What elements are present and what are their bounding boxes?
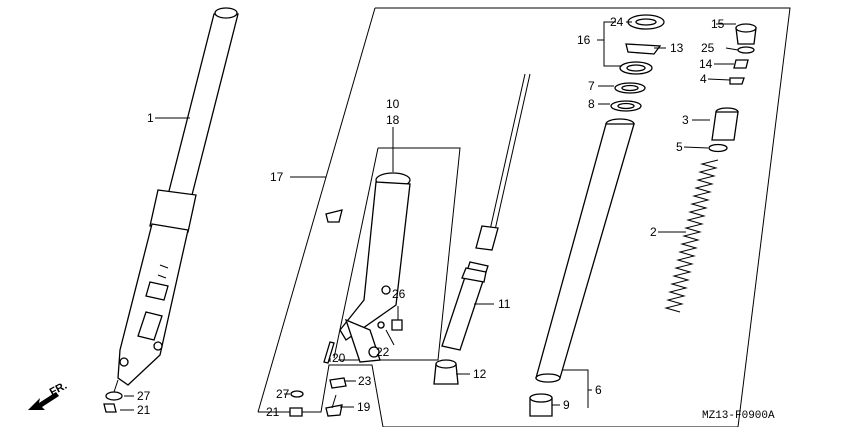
inner-tube-boundary <box>333 147 461 361</box>
callout-23: 23 <box>358 374 372 388</box>
outer-tube <box>339 172 411 363</box>
callout-5: 5 <box>676 140 683 154</box>
callout-13: 13 <box>670 41 684 55</box>
callout-11: 11 <box>498 297 511 311</box>
fork-fasteners <box>289 319 403 417</box>
callout-17: 17 <box>270 170 284 184</box>
seal-stack <box>610 14 665 112</box>
callout-18: 18 <box>386 113 400 127</box>
callout-2: 2 <box>650 225 657 239</box>
fork-assembly <box>103 7 239 413</box>
damper-rod <box>441 73 531 351</box>
spring-collar <box>708 107 739 153</box>
callout-10: 10 <box>386 97 400 111</box>
callout-14: 14 <box>699 57 713 71</box>
callout-3: 3 <box>682 113 689 127</box>
callout-1: 1 <box>147 111 154 125</box>
callout-15: 15 <box>711 17 725 31</box>
callout-19: 19 <box>357 400 371 414</box>
callout-6: 6 <box>595 383 602 397</box>
callout-27-left: 27 <box>137 389 151 403</box>
slider-bushing <box>325 209 343 223</box>
spring-seat <box>433 359 459 385</box>
callout-8: 8 <box>588 97 595 111</box>
callout-12: 12 <box>473 367 487 381</box>
front-direction-arrow-icon <box>28 392 59 410</box>
fork-cap-group <box>729 23 757 85</box>
slide-bushing <box>529 393 553 417</box>
fork-tube <box>535 118 635 383</box>
callout-25: 25 <box>701 41 715 55</box>
callout-20: 20 <box>332 351 346 365</box>
callout-22: 22 <box>376 345 390 359</box>
callout-24: 24 <box>610 15 624 29</box>
callout-26: 26 <box>392 287 406 301</box>
leader-lines <box>120 21 739 413</box>
callout-21-left: 21 <box>137 403 151 417</box>
callout-27-right: 27 <box>276 387 290 401</box>
exploded-view-boundary <box>257 7 791 427</box>
callout-7: 7 <box>588 79 595 93</box>
callout-4: 4 <box>700 72 707 86</box>
callout-9: 9 <box>563 398 570 412</box>
callout-21-right: 21 <box>266 405 280 419</box>
fork-spring <box>664 159 719 313</box>
front-direction-label: FR. <box>48 380 69 399</box>
callout-labels: 1 2 3 4 5 6 7 8 9 10 18 11 12 13 14 15 1… <box>137 15 725 419</box>
diagram-code: MZ13-F0900A <box>702 410 775 422</box>
callout-16: 16 <box>577 33 591 47</box>
